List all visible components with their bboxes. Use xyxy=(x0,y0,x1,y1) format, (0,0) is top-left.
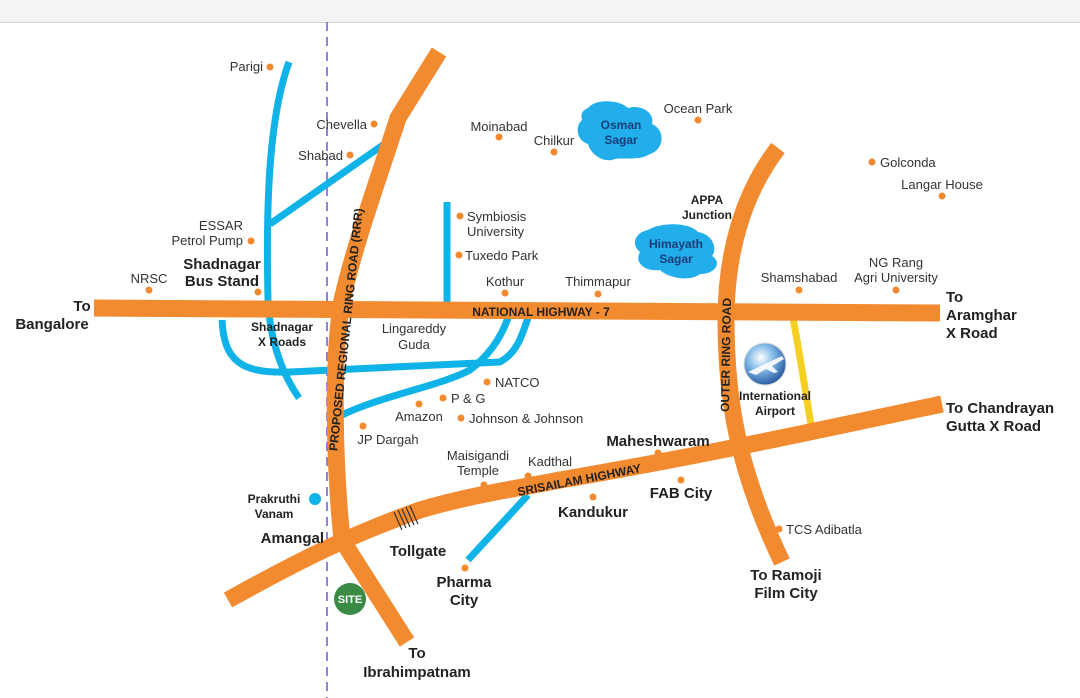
essar-dot xyxy=(247,237,255,245)
orr-label: OUTER RING ROAD xyxy=(718,297,734,412)
jnj-label: Johnson & Johnson xyxy=(469,411,583,426)
shadnagar-bus-dot xyxy=(254,288,262,296)
moinabad-label: Moinabad xyxy=(470,119,527,134)
jp-dargah-label: JP Dargah xyxy=(357,432,418,447)
amangal-label: Amangal xyxy=(261,530,324,547)
site-marker: SITE xyxy=(334,583,366,615)
amazon-label: Amazon xyxy=(395,409,443,424)
osman-sagar-lake xyxy=(577,101,662,161)
tcs-dot xyxy=(775,525,783,533)
fab-city-label: FAB City xyxy=(650,485,713,502)
chilkur-dot xyxy=(550,148,558,156)
thimmapur-dot xyxy=(594,290,602,298)
png-label: P & G xyxy=(451,391,485,406)
shabad-label: Shabad xyxy=(298,148,343,163)
prakruthi-vanam-dot xyxy=(309,493,321,505)
kothur-dot xyxy=(501,289,509,297)
chevella-label: Chevella xyxy=(316,117,367,132)
highway-rrr xyxy=(326,47,447,647)
ocean-park-dot xyxy=(694,116,702,124)
top-bar xyxy=(0,0,1080,22)
shabad-dot xyxy=(346,151,354,159)
chilkur-label: Chilkur xyxy=(534,133,575,148)
tuxedo-label: Tuxedo Park xyxy=(465,248,539,263)
langar-house-dot xyxy=(938,192,946,200)
maisigandi-dot xyxy=(480,481,488,489)
shamshabad-dot xyxy=(795,286,803,294)
maheshwaram-dot xyxy=(654,449,662,457)
golconda-label: Golconda xyxy=(880,155,936,170)
golconda-dot xyxy=(868,158,876,166)
amazon-dot xyxy=(415,400,423,408)
thimmapur-label: Thimmapur xyxy=(565,274,631,289)
moinabad-dot xyxy=(495,133,503,141)
airport-icon xyxy=(743,342,787,386)
nrsc-dot xyxy=(145,286,153,294)
natco-dot xyxy=(483,378,491,386)
tollgate-label: Tollgate xyxy=(390,543,446,560)
tcs-label: TCS Adibatla xyxy=(786,522,863,537)
kadthal-label: Kadthal xyxy=(528,454,572,469)
parigi-label: Parigi xyxy=(230,59,263,74)
highway-orr xyxy=(717,142,790,566)
tuxedo-dot xyxy=(455,251,463,259)
ng-rang-dot xyxy=(892,286,900,294)
road-shadnagar-loop xyxy=(218,310,534,376)
jp-dargah-dot xyxy=(359,422,367,430)
maheshwaram-label: Maheshwaram xyxy=(606,433,709,450)
kadthal-dot xyxy=(524,472,532,480)
nrsc-label: NRSC xyxy=(131,271,168,286)
natco-label: NATCO xyxy=(495,375,540,390)
highway-srisailam xyxy=(223,395,944,608)
kandukur-dot xyxy=(589,493,597,501)
site-label: SITE xyxy=(338,594,362,606)
pharma-dot xyxy=(461,564,469,572)
chevella-dot xyxy=(370,120,378,128)
kandukur-label: Kandukur xyxy=(558,504,628,521)
langar-house-label: Langar House xyxy=(901,177,983,192)
poi-dots xyxy=(145,63,946,572)
road-amazon xyxy=(338,316,512,420)
png-dot xyxy=(439,394,447,402)
road-chevella-link xyxy=(267,137,393,227)
nh7-label: NATIONAL HIGHWAY - 7 xyxy=(472,305,610,319)
tollgate-marker xyxy=(393,505,419,531)
road-airport-connector xyxy=(789,317,815,426)
highway-nh7 xyxy=(93,299,941,322)
parigi-dot xyxy=(266,63,274,71)
ocean-park-label: Ocean Park xyxy=(664,101,733,116)
jnj-dot xyxy=(457,414,465,422)
himayath-sagar-lake xyxy=(634,224,717,279)
road-pharma-city xyxy=(465,492,531,563)
shamshabad-label: Shamshabad xyxy=(761,270,838,285)
fab-city-dot xyxy=(677,476,685,484)
symbiosis-dot xyxy=(456,212,464,220)
kothur-label: Kothur xyxy=(486,274,525,289)
